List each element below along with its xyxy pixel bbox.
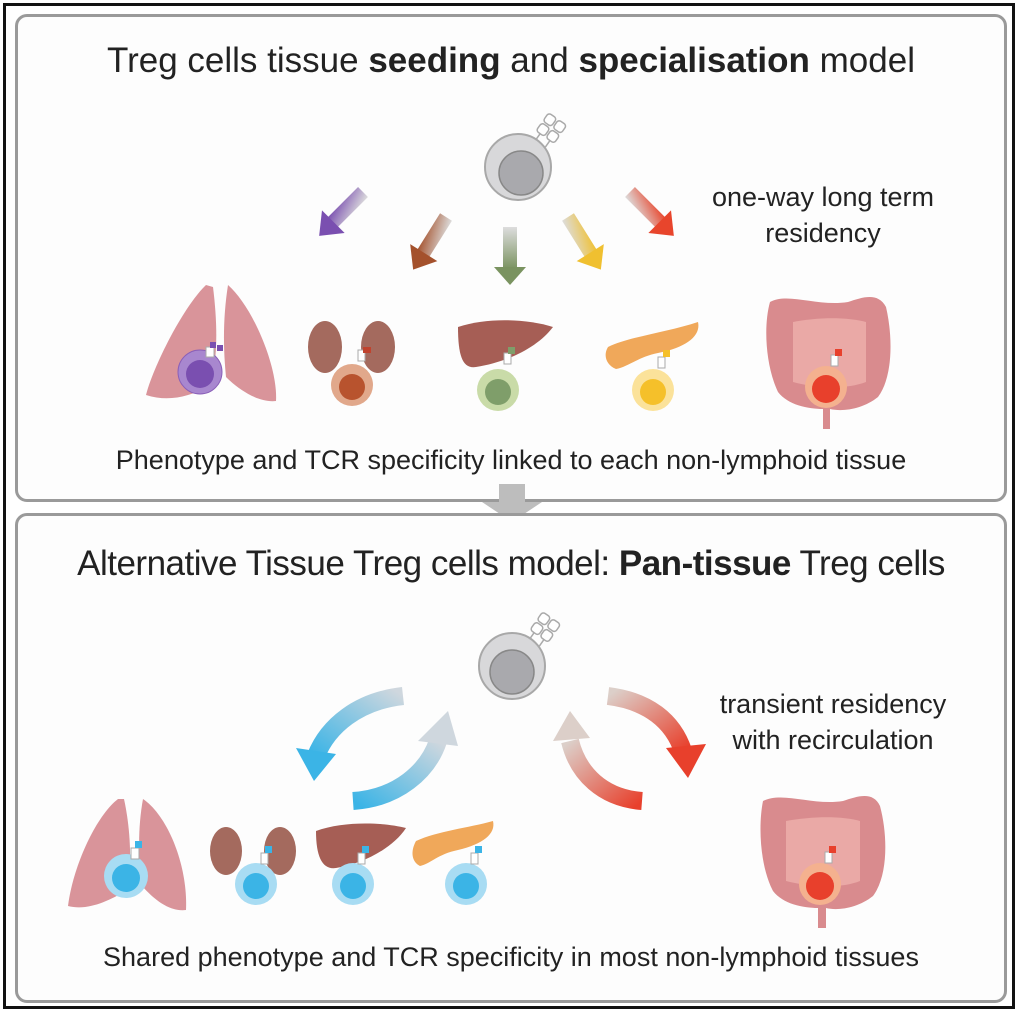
title-text: model <box>809 41 915 80</box>
recirculation-arrow-in-right <box>553 711 644 810</box>
pan-tissue-model-panel: Alternative Tissue Treg cells model: Pan… <box>15 513 1007 1003</box>
panel-caption: Phenotype and TCR specificity linked to … <box>115 445 907 475</box>
note-line: with recirculation <box>732 725 934 755</box>
treg-cell-icon <box>478 612 561 700</box>
kidney-icon <box>210 827 296 905</box>
lung-icon <box>68 799 187 911</box>
seeding-illustration <box>146 113 891 429</box>
arrow-to-pancreas <box>562 213 604 270</box>
pan-tissue-illustration <box>68 612 886 928</box>
panel-caption: Shared phenotype and TCR specificity in … <box>103 942 919 972</box>
recirculation-arrow-out-left <box>296 687 405 781</box>
arrow-to-intestine <box>625 187 674 236</box>
note-line: residency <box>765 218 881 248</box>
pancreas-icon <box>412 821 494 905</box>
treg-cell-icon <box>484 113 567 201</box>
note-line: one-way long term <box>711 182 935 212</box>
figure-frame <box>3 3 1015 1009</box>
arrow-to-liver <box>494 227 526 285</box>
arrow-to-lung <box>319 187 368 236</box>
seeding-model-panel: Treg cells tissue seeding and specialisa… <box>15 14 1007 502</box>
recirculation-arrow-in-left <box>352 711 458 810</box>
note-line: transient residency <box>719 689 947 719</box>
title-bold-text: specialisation <box>578 41 810 80</box>
title-bold-text: Pan-tissue <box>618 544 792 583</box>
pancreas-icon <box>605 322 699 411</box>
title-text: Treg cells <box>790 544 945 583</box>
residency-note: one-way long term residency <box>668 179 978 251</box>
down-arrow-icon <box>482 484 542 522</box>
recirculation-arrow-out-right <box>606 687 706 778</box>
intestine-icon <box>766 297 891 429</box>
kidney-icon <box>308 321 395 406</box>
liver-icon <box>316 823 406 905</box>
liver-icon <box>458 320 553 411</box>
lung-icon <box>146 285 277 402</box>
title-text: Treg cells tissue <box>107 41 369 80</box>
intestine-icon <box>760 796 886 928</box>
title-bold-text: seeding <box>368 41 501 80</box>
title-text: Alternative Tissue Treg cells model: <box>77 544 619 583</box>
arrow-to-kidney <box>410 213 452 270</box>
title-text: and <box>500 41 579 80</box>
panel-title: Alternative Tissue Treg cells model: Pan… <box>18 544 1004 584</box>
residency-note: transient residency with recirculation <box>683 686 983 758</box>
panel-title: Treg cells tissue seeding and specialisa… <box>18 41 1004 81</box>
